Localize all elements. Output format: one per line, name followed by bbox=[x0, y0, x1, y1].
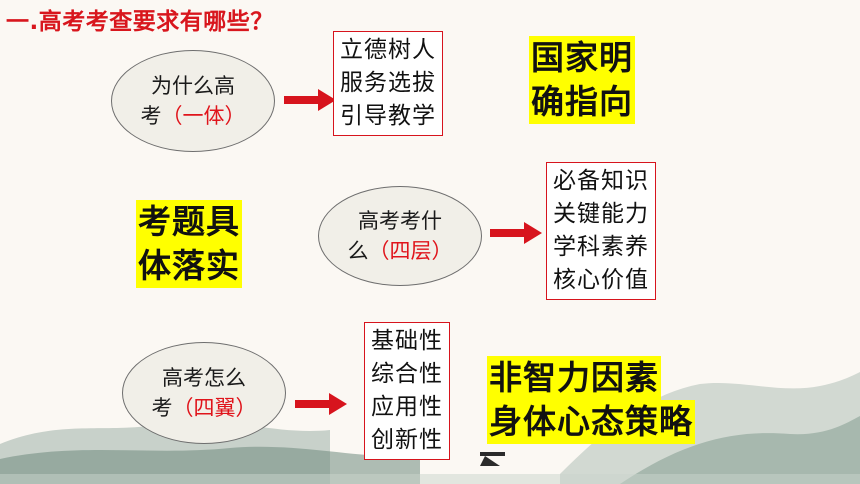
highlight-note-2: 考题具 体落实 bbox=[136, 200, 242, 288]
question-line1: 高考考什 bbox=[358, 209, 442, 233]
question-ellipse-why: 为什么高 考（一体） bbox=[111, 50, 275, 152]
answer-item: 必备知识 bbox=[553, 168, 649, 194]
arrow-right-icon bbox=[295, 393, 347, 415]
answer-box-why: 立德树人 服务选拔 引导教学 bbox=[333, 31, 443, 136]
page-title: 一.高考考查要求有哪些？ bbox=[6, 9, 274, 35]
ink-landscape-decoration bbox=[0, 372, 860, 484]
highlight-line: 国家明 bbox=[529, 36, 635, 80]
highlight-line: 身体心态策略 bbox=[487, 400, 695, 444]
highlight-line: 确指向 bbox=[529, 80, 635, 124]
question-line1: 高考怎么 bbox=[162, 366, 246, 390]
answer-box-what: 必备知识 关键能力 学科素养 核心价值 bbox=[546, 162, 656, 300]
question-line2: 考（四翼） bbox=[151, 396, 257, 420]
answer-item: 基础性 bbox=[371, 328, 443, 354]
answer-item: 创新性 bbox=[371, 427, 443, 453]
question-line1: 为什么高 bbox=[151, 74, 235, 98]
answer-item: 应用性 bbox=[371, 394, 443, 420]
question-line2: 考（一体） bbox=[140, 104, 246, 128]
question-tag: （四翼） bbox=[172, 396, 257, 420]
arrow-right-icon bbox=[490, 222, 542, 244]
answer-item: 综合性 bbox=[371, 361, 443, 387]
answer-item: 学科素养 bbox=[553, 234, 649, 260]
highlight-line: 考题具 bbox=[136, 200, 242, 244]
highlight-note-3: 非智力因素 身体心态策略 bbox=[487, 356, 695, 444]
answer-item: 关键能力 bbox=[553, 201, 649, 227]
highlight-line: 非智力因素 bbox=[487, 356, 661, 400]
answer-item: 核心价值 bbox=[553, 267, 649, 293]
answer-item: 服务选拔 bbox=[340, 70, 436, 96]
question-ellipse-how: 高考怎么 考（四翼） bbox=[122, 342, 286, 444]
highlight-line: 体落实 bbox=[136, 244, 242, 288]
highlight-note-1: 国家明 确指向 bbox=[529, 36, 635, 124]
answer-box-how: 基础性 综合性 应用性 创新性 bbox=[364, 322, 450, 460]
answer-item: 引导教学 bbox=[340, 103, 436, 129]
question-tag: （四层） bbox=[368, 239, 453, 263]
question-line2: 么（四层） bbox=[347, 239, 453, 263]
question-tag: （一体） bbox=[161, 104, 246, 128]
question-ellipse-what: 高考考什 么（四层） bbox=[318, 186, 482, 286]
answer-item: 立德树人 bbox=[340, 37, 436, 63]
arrow-right-icon bbox=[284, 89, 336, 111]
